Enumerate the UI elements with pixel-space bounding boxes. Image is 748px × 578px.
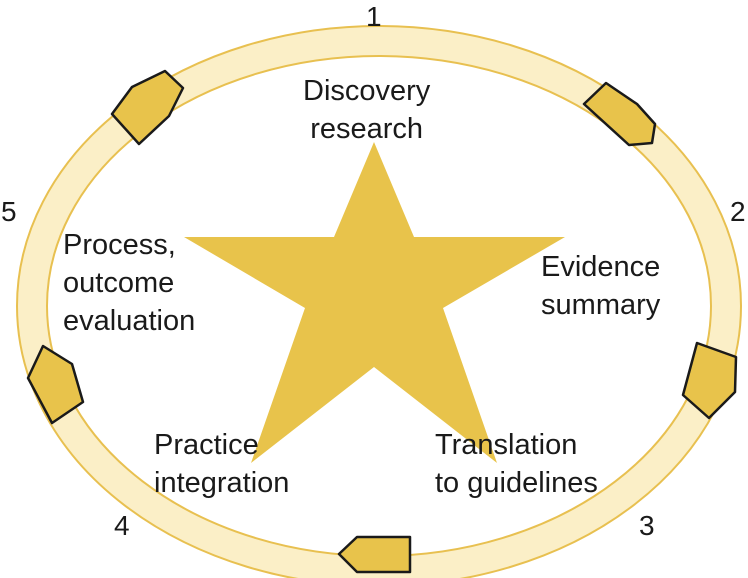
step-label-process-outcome-evaluation: Process, outcome evaluation [63,226,195,340]
step-label-line: Evidence [541,251,661,283]
pentagon-arrow-icon [582,81,657,147]
central-star [184,142,565,463]
step-label-line: research [310,113,424,145]
step-label-line: Process, [63,229,176,261]
step-label-translation-to-guidelines: Translation to guidelines [435,426,598,502]
pentagon-arrow-icon [110,69,185,146]
step-label-line: summary [541,289,661,321]
step-label-line: outcome [63,267,175,299]
step-number-5: 5 [1,196,17,227]
step-label-line: to guidelines [435,467,598,499]
pentagon-arrow-icon [26,344,85,425]
pentagon-arrow-icon [681,341,738,420]
step-label-line: Discovery [303,75,431,107]
step-number-3: 3 [639,510,655,541]
step-label-line: Practice [154,429,259,461]
step-label-discovery-research: Discovery research [303,72,430,148]
step-label-line: Translation [435,429,578,461]
step-number-1: 1 [366,1,382,32]
step-label-evidence-summary: Evidence summary [541,248,660,324]
step-label-practice-integration: Practice integration [154,426,289,502]
step-number-2: 2 [730,196,746,227]
pentagon-arrow-icon [337,535,412,574]
step-number-4: 4 [114,510,130,541]
step-label-line: integration [154,467,290,499]
step-label-line: evaluation [63,305,196,337]
